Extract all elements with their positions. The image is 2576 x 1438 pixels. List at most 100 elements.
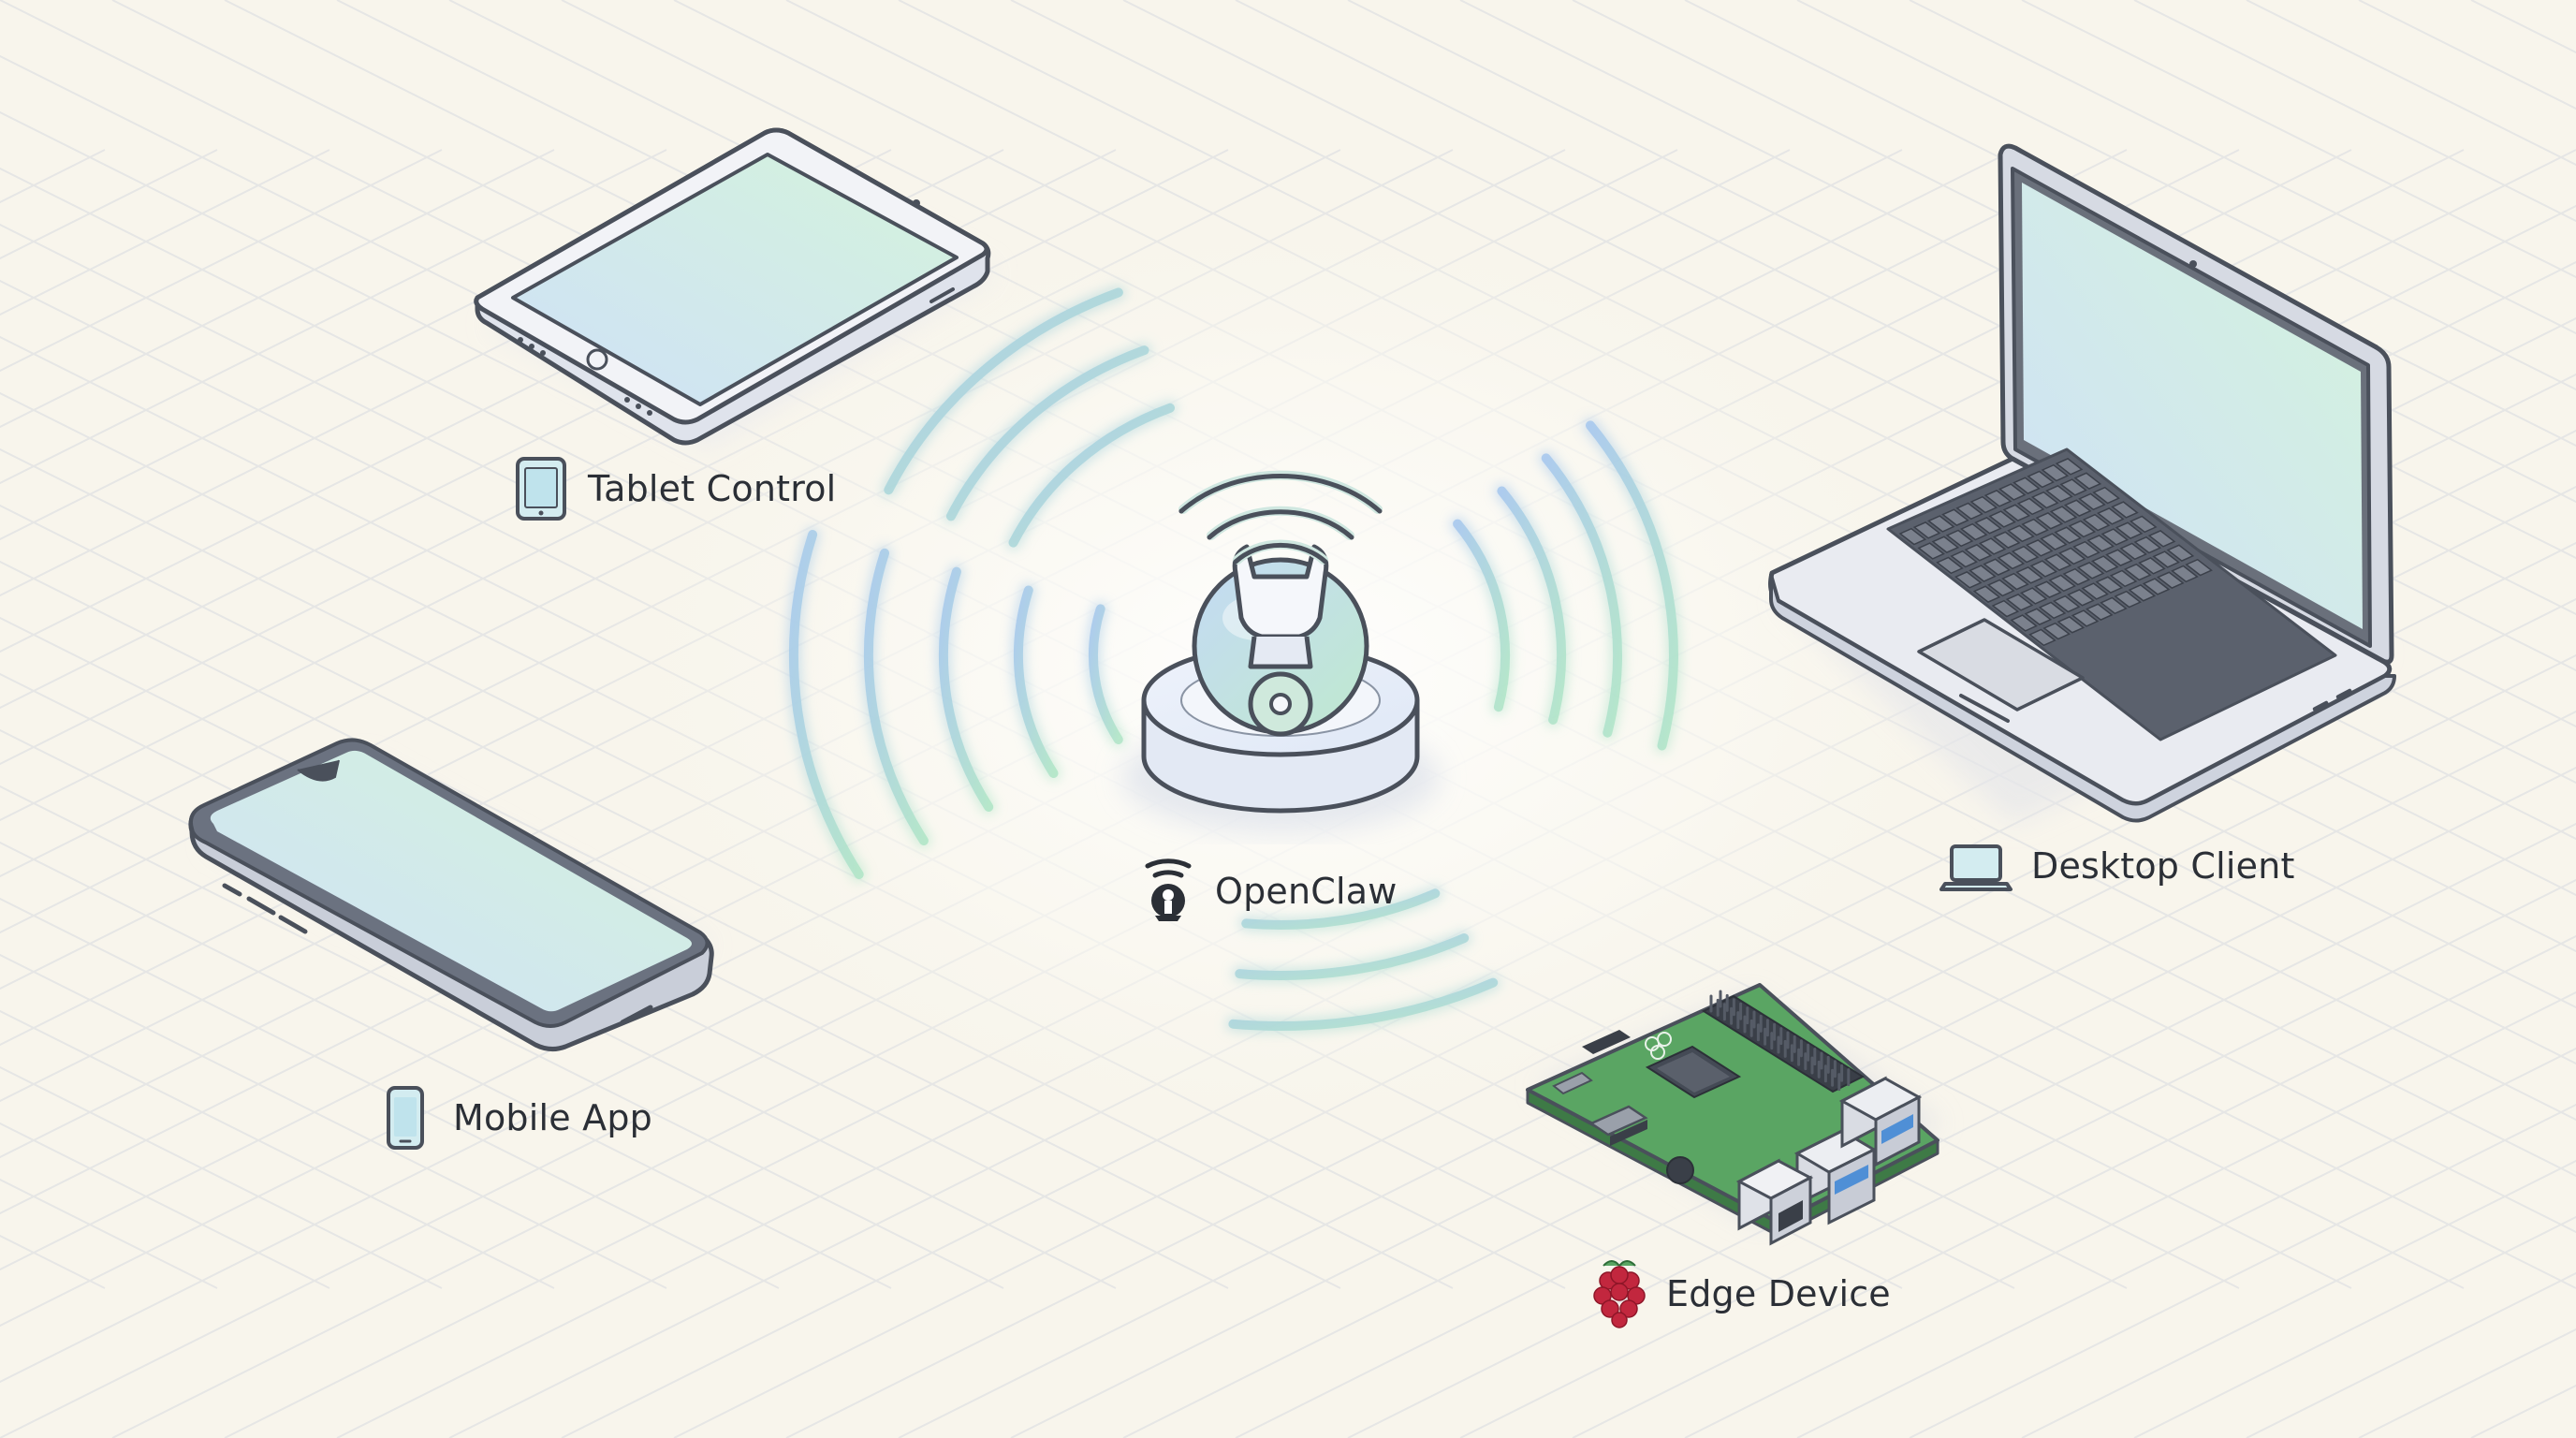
grid-line bbox=[1909, 1103, 2576, 1438]
openclaw-hub bbox=[1121, 470, 1440, 833]
signal-wave bbox=[789, 530, 864, 879]
keyboard-key bbox=[1972, 585, 2001, 603]
keyboard-key bbox=[2042, 622, 2071, 640]
keyboard-key bbox=[2086, 535, 2115, 552]
keyboard-key bbox=[1978, 537, 2007, 555]
grid-line bbox=[1459, 0, 2576, 560]
keyboard-key bbox=[2057, 547, 2086, 565]
grid-line bbox=[0, 897, 780, 1289]
keyboard-key bbox=[2007, 524, 2035, 543]
keyboard-key bbox=[2109, 569, 2138, 588]
keyboard-key bbox=[2128, 584, 2157, 602]
keyboard-key bbox=[1898, 527, 1927, 546]
keyboard-key bbox=[2081, 582, 2109, 600]
grid-line bbox=[2021, 1159, 2576, 1438]
keyboard-key bbox=[1964, 544, 1993, 562]
keyboard-key bbox=[1997, 551, 2026, 570]
keyboard-key bbox=[2073, 472, 2102, 490]
keyboard-key bbox=[2001, 572, 2029, 591]
grid-line bbox=[0, 149, 780, 541]
grid-line bbox=[1572, 934, 2576, 1438]
keyboard-key bbox=[2115, 521, 2144, 539]
grid-line bbox=[1122, 710, 2576, 1438]
keyboard-key bbox=[2056, 616, 2086, 634]
keyboard-key bbox=[2028, 628, 2056, 647]
tablet-label: Tablet Control bbox=[588, 468, 837, 509]
desktop-label: Desktop Client bbox=[2031, 845, 2295, 887]
smartphone-device bbox=[188, 738, 714, 1052]
keyboard-key bbox=[1945, 529, 1974, 548]
keyboard-key bbox=[2019, 587, 2048, 605]
keyboard-key bbox=[2082, 513, 2111, 532]
keyboard-key bbox=[2100, 528, 2130, 546]
raspberry-pi-icon bbox=[1593, 1260, 1646, 1328]
grid-line bbox=[0, 953, 667, 1289]
keyboard-key bbox=[1926, 515, 1955, 533]
keyboard-key bbox=[2067, 589, 2095, 607]
grid-line bbox=[0, 149, 892, 597]
tablet-device bbox=[474, 127, 997, 448]
keyboard-key bbox=[2035, 512, 2064, 530]
keyboard-key bbox=[2011, 545, 2040, 564]
grid-line bbox=[1909, 0, 2576, 335]
signal-wave bbox=[939, 566, 994, 812]
smartphone-icon bbox=[387, 1086, 424, 1150]
grid-line bbox=[0, 149, 667, 485]
grid-line bbox=[1459, 878, 2576, 1438]
keyboard-key bbox=[2045, 485, 2073, 503]
signal-wave bbox=[1497, 486, 1567, 725]
keyboard-key bbox=[1959, 522, 1988, 541]
keyboard-key bbox=[2034, 580, 2062, 598]
mobile-label: Mobile App bbox=[453, 1097, 652, 1138]
keyboard-key bbox=[2027, 470, 2055, 489]
keyboard-key bbox=[1912, 521, 1941, 539]
grid-line bbox=[2021, 0, 2576, 279]
grid-line bbox=[1235, 766, 2576, 1438]
keyboard-key bbox=[1974, 517, 2002, 535]
keyboard-key bbox=[2059, 478, 2087, 496]
keyboard-key bbox=[2052, 594, 2081, 613]
hub-label: OpenClaw bbox=[1215, 871, 1398, 912]
signal-wave bbox=[1235, 933, 1470, 980]
keyboard-key bbox=[2092, 486, 2120, 505]
keyboard-key bbox=[2156, 571, 2185, 589]
keyboard-key bbox=[1936, 556, 1964, 575]
laptop-device bbox=[1768, 143, 2396, 824]
keyboard-key bbox=[1969, 565, 1997, 582]
keyboard-key bbox=[2030, 491, 2059, 509]
keyboard-key bbox=[2142, 578, 2171, 595]
keyboard-key bbox=[2133, 536, 2162, 554]
grid-line bbox=[0, 728, 1117, 1289]
grid-line bbox=[0, 672, 1229, 1289]
keyboard-key bbox=[2111, 501, 2139, 519]
keyboard-key bbox=[2015, 566, 2043, 584]
keyboard-key bbox=[2072, 540, 2100, 559]
keyboard-key bbox=[2038, 601, 2067, 620]
keyboard-key bbox=[2071, 609, 2100, 627]
grid-line bbox=[0, 149, 443, 373]
signal-waves bbox=[786, 285, 1681, 1034]
grid-line bbox=[1010, 653, 2576, 1438]
keyboard-key bbox=[2166, 544, 2195, 562]
keyboard-key bbox=[1954, 571, 1983, 589]
keyboard-key bbox=[2024, 608, 2053, 625]
keyboard-key bbox=[2002, 504, 2031, 521]
keyboard-key bbox=[1991, 599, 2020, 618]
grid-line bbox=[1347, 0, 2576, 616]
keyboard-key bbox=[2095, 576, 2124, 594]
keyboard-key bbox=[2062, 567, 2091, 586]
keyboard-key bbox=[2185, 558, 2213, 577]
keyboard-key bbox=[1992, 531, 2021, 549]
keyboard-key bbox=[1950, 550, 1978, 568]
keyboard-key bbox=[2010, 614, 2038, 632]
keyboard-key bbox=[2068, 520, 2097, 538]
grid-line bbox=[0, 149, 555, 429]
signal-wave bbox=[1541, 453, 1622, 738]
grid-line bbox=[1235, 0, 2576, 672]
keyboard-key bbox=[2138, 557, 2166, 575]
keyboard-key bbox=[1983, 558, 2011, 576]
grid-line bbox=[1796, 0, 2576, 391]
keyboard-key bbox=[1917, 542, 1945, 560]
keyboard-key bbox=[1931, 536, 1960, 553]
